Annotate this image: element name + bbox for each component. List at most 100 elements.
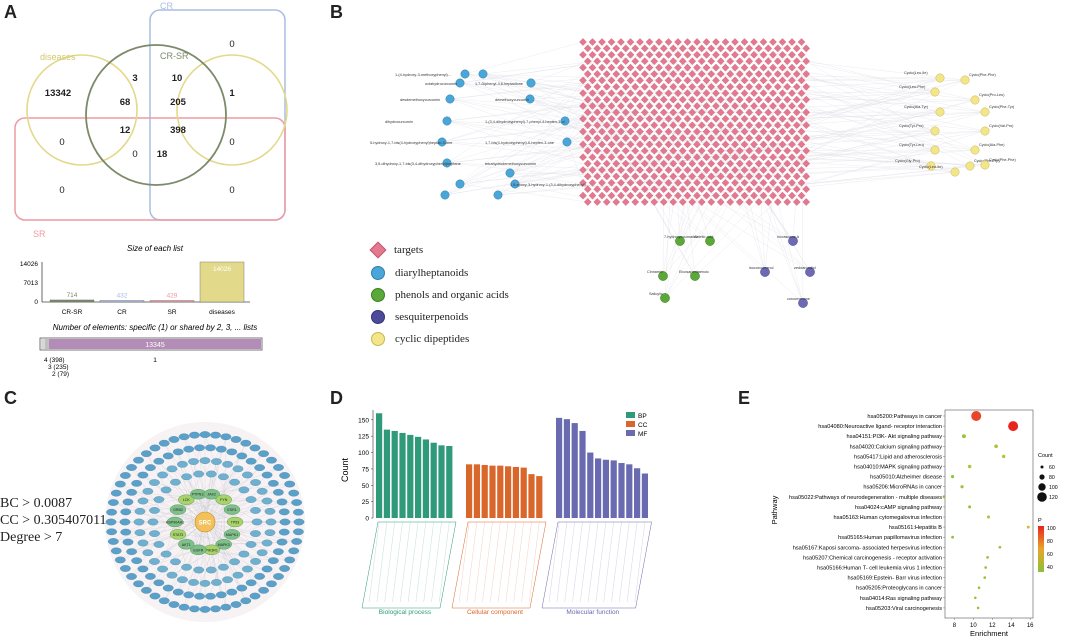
target-node [626, 50, 635, 59]
target-node [659, 185, 668, 194]
target-node [659, 95, 668, 104]
target-node [631, 134, 640, 142]
diarylheptanoid-label: 1,5-epoxy-3-hydroxy-1-(3,4-dihydroxyphen… [510, 183, 589, 187]
pathway-bubble [994, 444, 998, 449]
target-node [702, 178, 711, 187]
target-node [612, 108, 621, 117]
target-node [726, 159, 735, 168]
target-node [583, 172, 592, 181]
target-node [792, 121, 801, 130]
target-node [588, 127, 597, 136]
target-node [792, 44, 801, 53]
target-node [640, 198, 649, 206]
target-node [750, 114, 758, 123]
target-node [640, 82, 649, 91]
target-node [716, 95, 725, 104]
target-node [716, 172, 725, 181]
ppi-node [242, 565, 253, 573]
ppi-node [288, 489, 300, 497]
target-node [792, 172, 801, 181]
target-node [797, 166, 806, 174]
target-node [626, 76, 635, 85]
target-node [697, 146, 706, 155]
target-node [678, 159, 687, 168]
target-node [617, 191, 625, 200]
target-node [664, 50, 673, 59]
diamond-icon [369, 241, 387, 259]
ppi-node [218, 563, 229, 571]
filter-criteria: BC > 0.0087 CC > 0.305407011 Degree > 7 [0, 495, 107, 546]
target-node [693, 127, 701, 136]
target-node [745, 70, 754, 78]
ppi-node [273, 464, 284, 471]
legend-cyclic-dipeptides: cyclic dipeptides [371, 332, 469, 346]
target-node [631, 172, 640, 181]
target-node [693, 50, 701, 59]
target-node [735, 146, 744, 155]
go-term-label [626, 521, 638, 603]
target-node [650, 70, 659, 78]
target-node [669, 82, 678, 91]
pathway-label: hsa05417:Lipid and atherosclerosis [854, 454, 942, 460]
ppi-node [153, 457, 165, 465]
target-node [754, 57, 763, 66]
target-node [579, 178, 587, 187]
target-node [712, 89, 720, 98]
target-node [655, 38, 663, 46]
ppi-node [205, 470, 217, 478]
ppi-node [205, 566, 217, 574]
x-tick-label: 14 [1008, 623, 1015, 629]
go-term-label [611, 521, 622, 603]
target-node [788, 166, 796, 174]
target-node [731, 191, 739, 200]
legend-label: phenols and organic acids [395, 289, 509, 301]
venn-count: 1 [229, 88, 235, 99]
target-node [593, 159, 602, 168]
target-node [636, 50, 644, 59]
y-axis-label: Pathway [770, 495, 779, 524]
ppi-node [284, 556, 296, 564]
go-bar [571, 423, 578, 518]
cyclic-dipeptide-label: Cyclo(Ala-Phe) [979, 143, 1005, 147]
go-bar [430, 442, 437, 518]
ppi-node [265, 518, 277, 526]
venn-count: 18 [157, 149, 168, 160]
ppi-node [142, 487, 154, 495]
target-node [678, 185, 687, 194]
ppi-node [273, 489, 284, 496]
target-node [650, 121, 659, 130]
ppi-node [261, 471, 273, 479]
cyclic-dipeptide-label: Cyclo(Phe-Tyr) [989, 105, 1015, 109]
cyclic-dipeptide-label: Cyclo(Phe-Phe) [969, 73, 997, 77]
sesquiterpenoid-label: curcumenone [787, 297, 810, 301]
target-node [636, 127, 644, 136]
upset-bar [149, 300, 195, 303]
ppi-node [205, 592, 216, 600]
target-node [636, 89, 644, 98]
target-node [607, 38, 616, 46]
ppi-node [232, 571, 244, 579]
target-node [612, 121, 621, 130]
target-node [754, 44, 763, 53]
upset-bar-label: 429 [167, 293, 178, 300]
legend-label: BP [638, 413, 647, 420]
target-node [593, 134, 602, 142]
venn-count: 0 [229, 39, 234, 50]
target-node [735, 172, 744, 181]
go-bar [481, 464, 488, 518]
target-node [783, 185, 792, 194]
target-node [664, 114, 673, 123]
target-node [783, 146, 792, 155]
ppi-node [293, 518, 305, 526]
go-group-box [541, 521, 652, 609]
color-legend-bar [1038, 526, 1044, 572]
ppi-node [160, 550, 172, 558]
diarylheptanoid-node [525, 94, 535, 104]
ppi-hub-node [169, 504, 187, 515]
target-node [726, 95, 735, 104]
ppi-node [133, 580, 144, 588]
target-node [674, 50, 682, 59]
target-node [721, 127, 730, 136]
ppi-hub-node [223, 504, 241, 515]
target-node [617, 76, 625, 85]
